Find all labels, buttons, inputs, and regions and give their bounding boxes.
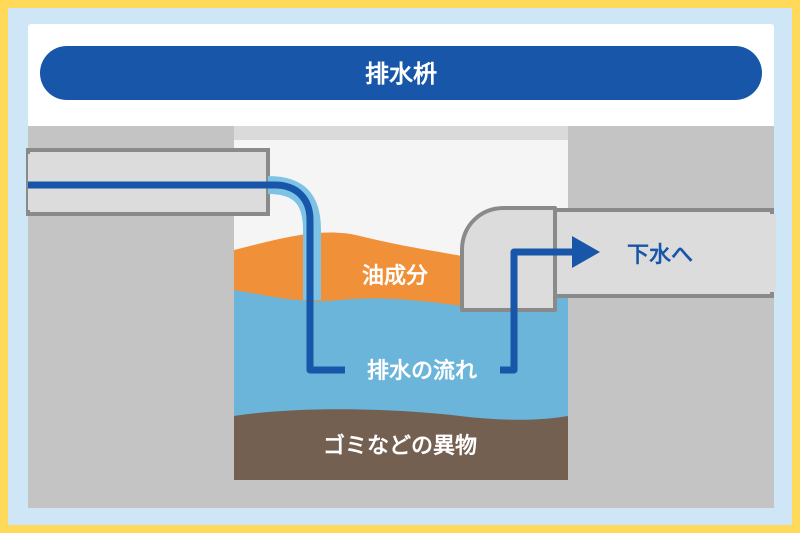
title-banner bbox=[40, 46, 762, 100]
arrow-right-icon bbox=[572, 236, 600, 268]
oil-label: 油成分 bbox=[362, 264, 428, 289]
oil-layer bbox=[234, 232, 462, 306]
outflow-pipe-cover bbox=[768, 214, 776, 292]
flow-label: 排水の流れ bbox=[367, 358, 477, 384]
elbow-pipe bbox=[460, 206, 557, 312]
ground-bottom bbox=[28, 480, 774, 508]
flow-path-line bbox=[28, 181, 345, 374]
sewer-label: 下水へ bbox=[627, 243, 693, 268]
debris-label: ゴミなどの異物 bbox=[323, 433, 477, 459]
ground-right bbox=[568, 126, 774, 508]
flow-path-line-out bbox=[500, 248, 575, 374]
sludge-layer bbox=[234, 409, 568, 480]
basin-top-rim bbox=[234, 126, 568, 140]
page-title: 排水枡 bbox=[365, 60, 437, 88]
